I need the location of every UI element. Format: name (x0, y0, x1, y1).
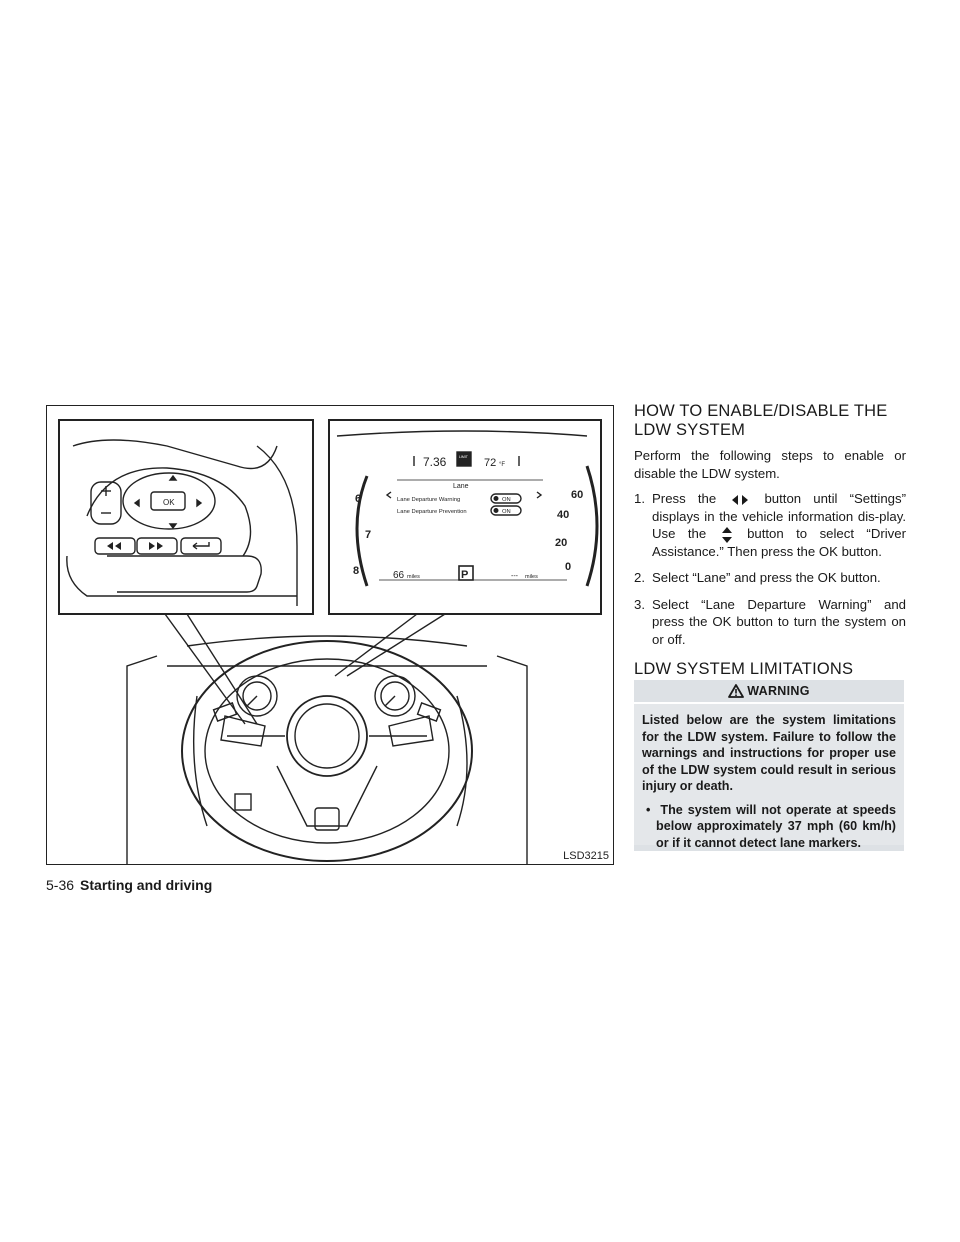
warning-heading: WARNING (747, 684, 810, 698)
tach-6: 6 (355, 493, 361, 505)
step-1: 1. Press the button until “Settings” disp… (634, 490, 906, 560)
step-1-number: 1. (634, 491, 645, 506)
figure-code: LSD3215 (563, 850, 609, 862)
speed-0: 0 (565, 561, 571, 573)
step-3-number: 3. (634, 596, 645, 612)
section-heading-limitations: LDW SYSTEM LIMITATIONS (634, 660, 854, 679)
warning-header: WARNING (634, 680, 904, 702)
warning-triangle-icon (728, 684, 745, 698)
range-unit: miles (407, 574, 420, 580)
warning-box: WARNING Listed below are the system limi… (634, 680, 904, 851)
text-column: HOW TO ENABLE/DISABLE THE LDW SYSTEM Per… (634, 402, 906, 686)
warning-body: Listed below are the system limitations … (634, 702, 904, 850)
menu-row-ldw-state: ON (502, 497, 511, 503)
fuel-value: --- (511, 573, 519, 580)
page-number: 5-36 (46, 877, 75, 893)
gear-indicator: P (461, 569, 468, 581)
step-3-text: Select “Lane Departure Warning” and pres… (652, 596, 906, 647)
heading-line-1: HOW TO ENABLE/DISABLE THE (634, 402, 888, 420)
step-1-mid: button until “Settings” displays in the … (652, 491, 906, 541)
page-footer: 5-36 Starting and driving (46, 877, 212, 893)
clock-readout: 7.36 (423, 455, 447, 469)
inset-wheel-controls (58, 419, 314, 615)
speed-60: 60 (571, 489, 583, 501)
menu-title: Lane (453, 483, 469, 490)
inset-display (328, 419, 602, 615)
speed-40: 40 (557, 509, 569, 521)
menu-row-ldp-label: Lane Departure Prevention (397, 509, 467, 515)
warning-bullet-text: The system will not operate at speeds be… (656, 802, 896, 850)
tach-7: 7 (365, 529, 371, 541)
ok-button-label: OK (163, 498, 175, 507)
left-right-arrows-icon (732, 494, 749, 505)
step-2: 2. Select “Lane” and press the OK button. (634, 569, 906, 587)
steering-wheel-illustration: OK 7.36 LIMIT 72 °F Lane Lane Departur (58, 419, 602, 864)
warning-paragraph: Listed below are the system limitations … (642, 713, 896, 793)
temperature-readout: 72 (484, 457, 496, 469)
temperature-unit: °F (499, 462, 505, 468)
menu-row-ldp-state: ON (502, 509, 511, 515)
section-heading-enable-disable: HOW TO ENABLE/DISABLE THE LDW SYSTEM (634, 402, 906, 440)
limit-badge: LIMIT (459, 455, 469, 459)
chapter-title: Starting and driving (80, 877, 213, 893)
wheel-switch-panel (66, 439, 298, 606)
tach-8: 8 (353, 565, 359, 577)
instrument-cluster (336, 430, 599, 587)
heading-line-2: LDW SYSTEM (634, 421, 746, 439)
step-1-post: button to select “Driver Assistance.” Th… (652, 526, 906, 559)
step-3: 3. Select “Lane Departure Warning” and pr… (634, 596, 906, 649)
warning-bullet: • The system will not operate at speeds … (646, 802, 896, 850)
steering-wheel (126, 635, 528, 864)
step-2-number: 2. (634, 570, 645, 586)
step-1-pre: Press the (652, 491, 717, 506)
illustration-figure: OK 7.36 LIMIT 72 °F Lane Lane Departur (46, 405, 614, 865)
step-2-text: Select “Lane” and press the OK button. (652, 570, 881, 586)
speed-20: 20 (555, 537, 567, 549)
range-value: 66 (393, 570, 405, 581)
up-down-arrows-icon (721, 526, 732, 543)
menu-row-ldw-label: Lane Departure Warning (397, 497, 460, 503)
intro-paragraph: Perform the following steps to enable or… (634, 448, 906, 481)
fuel-unit: miles (525, 574, 538, 580)
